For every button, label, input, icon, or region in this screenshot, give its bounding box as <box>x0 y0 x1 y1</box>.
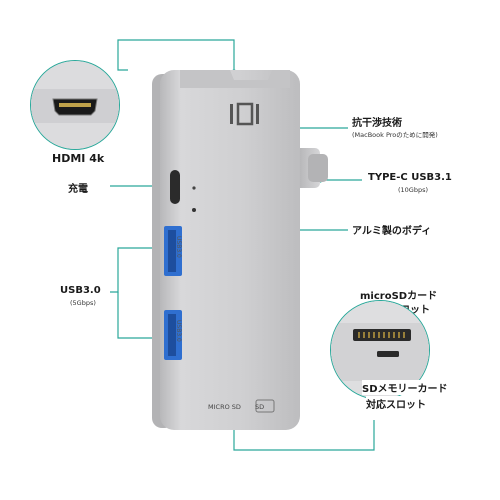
hdmi-label: HDMI 4k <box>52 152 105 165</box>
usb-port-label-bottom: USB3.0 <box>175 320 182 342</box>
interference-label: 抗干渉技術 <box>352 118 402 129</box>
usb30-label: USB3.0 <box>60 285 101 296</box>
display-icon <box>230 102 259 126</box>
usb30-sub: (5Gbps) <box>70 299 96 307</box>
microsd-label-1: microSDカード <box>360 291 438 302</box>
aluminum-label: アルミ製のボディ <box>352 226 432 237</box>
hdmi-port-icon <box>31 61 119 149</box>
charge-label: 充電 <box>68 184 88 195</box>
hdmi-callout <box>30 60 120 150</box>
led-indicator <box>192 208 196 212</box>
usb-c-hub-device <box>152 70 328 430</box>
typec-sub: (10Gbps) <box>398 186 429 194</box>
slot-label-sd: SD <box>255 403 265 411</box>
slot-label-microsd: MICRO SD <box>208 403 241 411</box>
usb-port-label-top: USB3.0 <box>175 236 182 258</box>
sd-label-1: SDメモリーカード <box>362 380 448 395</box>
lightning-icon <box>192 186 196 190</box>
typec-label: TYPE-C USB3.1 <box>368 172 452 183</box>
usb-port-bottom <box>164 310 182 360</box>
usb-port-top <box>164 226 182 276</box>
interference-sub: (MacBook Proのために開発) <box>352 131 438 139</box>
sd-label-2: 対応スロット <box>366 396 426 411</box>
usb-c-charge-port <box>170 170 180 204</box>
